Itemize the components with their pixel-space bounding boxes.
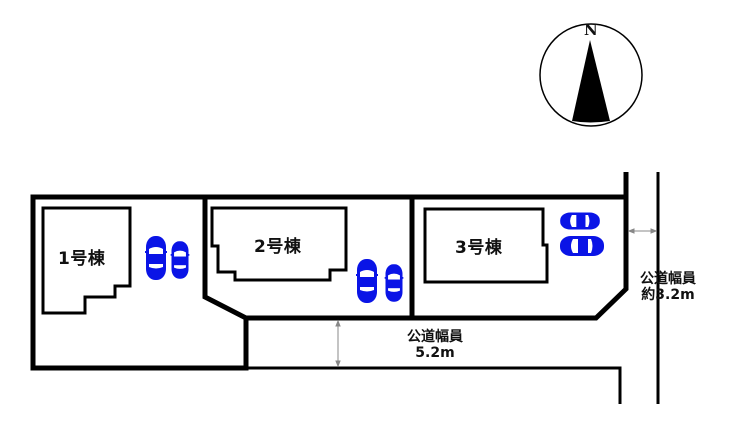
building-2-footprint	[210, 206, 348, 282]
road-lines	[246, 172, 660, 404]
car-icon	[355, 258, 379, 304]
car-icon	[560, 236, 604, 256]
building-2-label: 2号棟	[254, 237, 302, 257]
east-road-label: 公道幅員 約3.2m	[628, 271, 708, 303]
building-3-footprint	[423, 207, 549, 284]
building-3-label: 3号棟	[455, 238, 503, 258]
parking-lot-2	[355, 258, 405, 304]
south-road-label-title: 公道幅員	[407, 329, 463, 345]
building-1-label: 1号棟	[58, 249, 106, 269]
south-road-label: 公道幅員 5.2m	[395, 329, 475, 361]
east-road-label-title: 公道幅員	[640, 271, 696, 287]
car-icon	[169, 240, 191, 280]
compass	[539, 23, 643, 127]
south-road-width: 5.2m	[415, 345, 455, 361]
building-1-footprint	[41, 206, 132, 315]
parking-lot-3	[560, 212, 604, 256]
car-icon	[383, 263, 405, 303]
compass-north-label: N	[584, 21, 598, 39]
parking-lot-1	[144, 235, 191, 281]
east-road-width: 約3.2m	[641, 287, 695, 303]
north-arrow-icon	[572, 40, 610, 123]
dimension-lines	[335, 228, 658, 368]
car-icon	[560, 212, 600, 230]
car-icon	[144, 235, 168, 281]
